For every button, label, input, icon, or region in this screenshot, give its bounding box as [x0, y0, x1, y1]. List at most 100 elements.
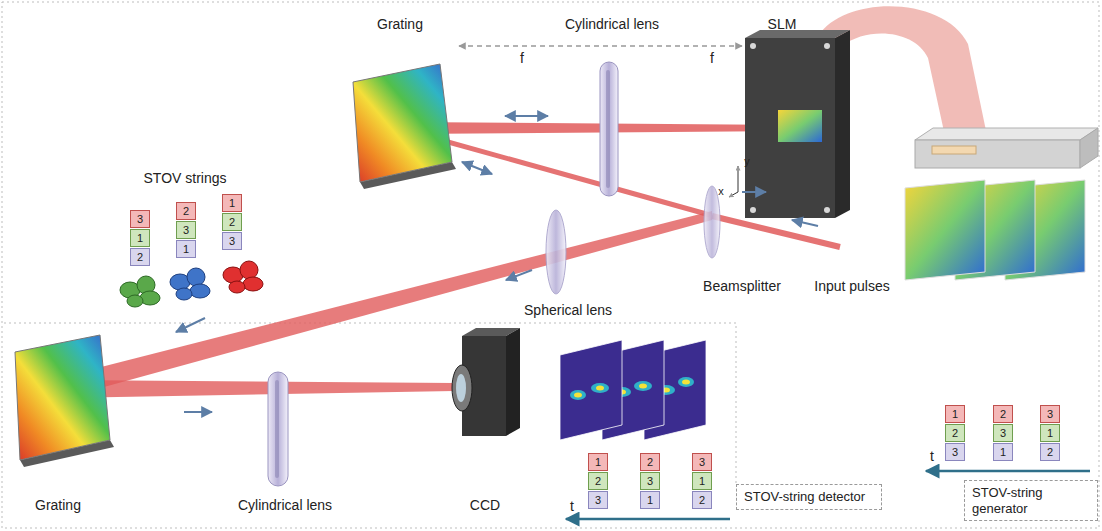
slm-screen [778, 110, 822, 142]
cylindrical-lens [268, 372, 288, 486]
part-name: Grating [377, 16, 423, 32]
order-number: 1 [647, 495, 653, 506]
intensity-spot [574, 393, 582, 398]
laser-beam [712, 216, 840, 247]
stov-pulse [190, 284, 210, 298]
cable-plug [932, 146, 976, 154]
cylindrical-lens [606, 70, 610, 188]
stov-pulse [170, 268, 210, 300]
intensity-spot [682, 380, 690, 385]
stov-pulse [240, 261, 258, 279]
order-number: 1 [183, 244, 189, 255]
ccd-camera [506, 328, 520, 436]
order-number: 2 [699, 495, 705, 506]
order-box: 2 [993, 405, 1013, 423]
focal-length: f [520, 50, 524, 66]
time-label: t [570, 498, 574, 514]
stov-pulse [243, 277, 263, 291]
time-label: t [930, 448, 934, 464]
part-name: CCD [470, 497, 500, 513]
order-number: 3 [699, 457, 705, 468]
order-box: 3 [692, 453, 712, 471]
grating [353, 64, 452, 182]
order-box: 1 [945, 405, 965, 423]
order-number: 3 [183, 225, 189, 236]
intensity-spot [591, 383, 609, 393]
ccd-lens [456, 374, 466, 402]
order-box: 1 [588, 453, 608, 471]
y-axis [738, 166, 739, 192]
stov-pulse [223, 261, 263, 293]
order-number: 3 [137, 214, 143, 225]
order-number: 1 [1000, 447, 1006, 458]
direction-arrow [184, 411, 212, 413]
order-box: 3 [993, 424, 1013, 442]
part-name: STOV strings [144, 170, 227, 186]
direction-arrow [742, 191, 766, 193]
slm-device [745, 30, 850, 38]
order-box: 1 [1040, 424, 1060, 442]
intensity-spot [678, 377, 694, 387]
stov-pulse [187, 268, 205, 286]
slm-controller [915, 128, 1098, 140]
ccd-lens [452, 365, 472, 411]
part-name: Input pulses [814, 278, 890, 294]
screw [824, 207, 830, 213]
direction-arrow [792, 220, 818, 226]
order-box: 2 [1040, 443, 1060, 461]
slm-controller [1080, 128, 1098, 168]
direction-arrow [462, 162, 492, 174]
stov-pulse [120, 276, 160, 307]
order-number: 1 [699, 476, 705, 487]
x-axis [729, 192, 738, 197]
section-tag: STOV-string detector [736, 484, 882, 510]
order-number: 3 [1047, 409, 1053, 420]
order-box: 1 [692, 472, 712, 490]
laser-beam [62, 380, 454, 398]
order-box: 1 [640, 491, 660, 509]
order-number: 3 [647, 476, 653, 487]
order-box: 2 [130, 248, 150, 266]
order-box: 2 [222, 213, 242, 231]
order-number: 1 [229, 198, 235, 209]
order-box: 1 [222, 194, 242, 212]
order-box: 3 [130, 210, 150, 228]
stov-pulse [127, 295, 143, 307]
focal-length-line [459, 45, 742, 47]
part-name: SLM [768, 16, 797, 32]
screw [750, 43, 756, 49]
order-number: 2 [1047, 447, 1053, 458]
intensity-spot [639, 384, 647, 389]
focal-length: f [710, 50, 714, 66]
phase-pattern [905, 180, 985, 280]
order-number: 3 [595, 495, 601, 506]
intensity-spot [634, 381, 652, 391]
spherical-lens [546, 210, 566, 294]
order-box: 2 [945, 424, 965, 442]
order-number: 2 [595, 476, 601, 487]
order-number: 2 [952, 428, 958, 439]
detector-image [560, 340, 622, 440]
order-box: 1 [176, 240, 196, 258]
grating [15, 335, 110, 460]
stov-pulse [176, 288, 192, 300]
order-box: 1 [130, 229, 150, 247]
order-box: 1 [993, 443, 1013, 461]
order-number: 1 [595, 457, 601, 468]
order-box: 3 [945, 443, 965, 461]
section-tag: STOV-string generator [964, 480, 1098, 521]
order-box: 3 [588, 491, 608, 509]
order-number: 3 [229, 236, 235, 247]
order-number: 2 [1000, 409, 1006, 420]
detector-frame [4, 323, 736, 484]
cylindrical-lens [275, 380, 279, 478]
order-number: 2 [137, 252, 143, 263]
order-number: 1 [952, 409, 958, 420]
order-box: 3 [1040, 405, 1060, 423]
order-number: 2 [183, 206, 189, 217]
section-title: STOV-string generator [972, 485, 1090, 516]
order-number: 2 [229, 217, 235, 228]
order-box: 2 [588, 472, 608, 490]
intensity-spot [596, 386, 604, 391]
